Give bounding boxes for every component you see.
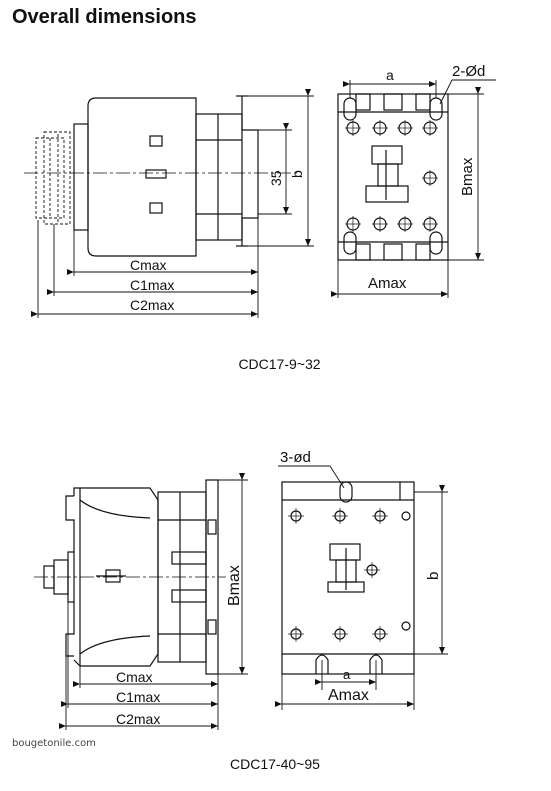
d2-c1max-label: C1max bbox=[116, 689, 160, 705]
diagram2-dimension-lines bbox=[59, 473, 248, 730]
diagram2-side-view bbox=[34, 479, 226, 675]
d1-c2max-label: C2max bbox=[130, 297, 174, 313]
d2-bmax-label: Bmax bbox=[226, 565, 243, 606]
page-title: Overall dimensions bbox=[12, 6, 197, 28]
watermark: bougetonile.com bbox=[12, 738, 96, 749]
diagram2-caption: CDC17-40~95 bbox=[230, 756, 320, 772]
d1-c1max-label: C1max bbox=[130, 277, 174, 293]
d1-bmax-label: Bmax bbox=[459, 157, 476, 196]
diagram1-front-view bbox=[337, 93, 449, 261]
d2-a-label: a bbox=[343, 667, 351, 682]
d1-cmax-label: Cmax bbox=[130, 257, 167, 273]
d2-amax-label: Amax bbox=[328, 687, 369, 704]
diagram2-front-crosshairs bbox=[288, 508, 388, 642]
d2-b-label: b bbox=[425, 572, 442, 580]
d1-hole-label: 2-Ød bbox=[452, 63, 485, 80]
diagram2-front-dimension-lines bbox=[275, 465, 448, 710]
d1-35-label: 35 bbox=[268, 170, 284, 186]
d1-amax-label: Amax bbox=[368, 275, 407, 292]
d2-c2max-label: C2max bbox=[116, 711, 160, 727]
diagram1-side-view bbox=[24, 95, 300, 257]
diagram1-dimension-lines bbox=[31, 89, 314, 318]
d2-hole-label: 3-ød bbox=[280, 449, 311, 466]
diagram1-front-dimension-lines bbox=[331, 79, 496, 298]
diagram1-front-crosshairs bbox=[345, 120, 438, 232]
diagram1-caption: CDC17-9~32 bbox=[238, 356, 321, 372]
d1-a-label: a bbox=[386, 67, 394, 83]
d2-cmax-label: Cmax bbox=[116, 669, 153, 685]
diagram2-front-view bbox=[281, 481, 415, 675]
d1-b-label: b bbox=[289, 170, 305, 178]
